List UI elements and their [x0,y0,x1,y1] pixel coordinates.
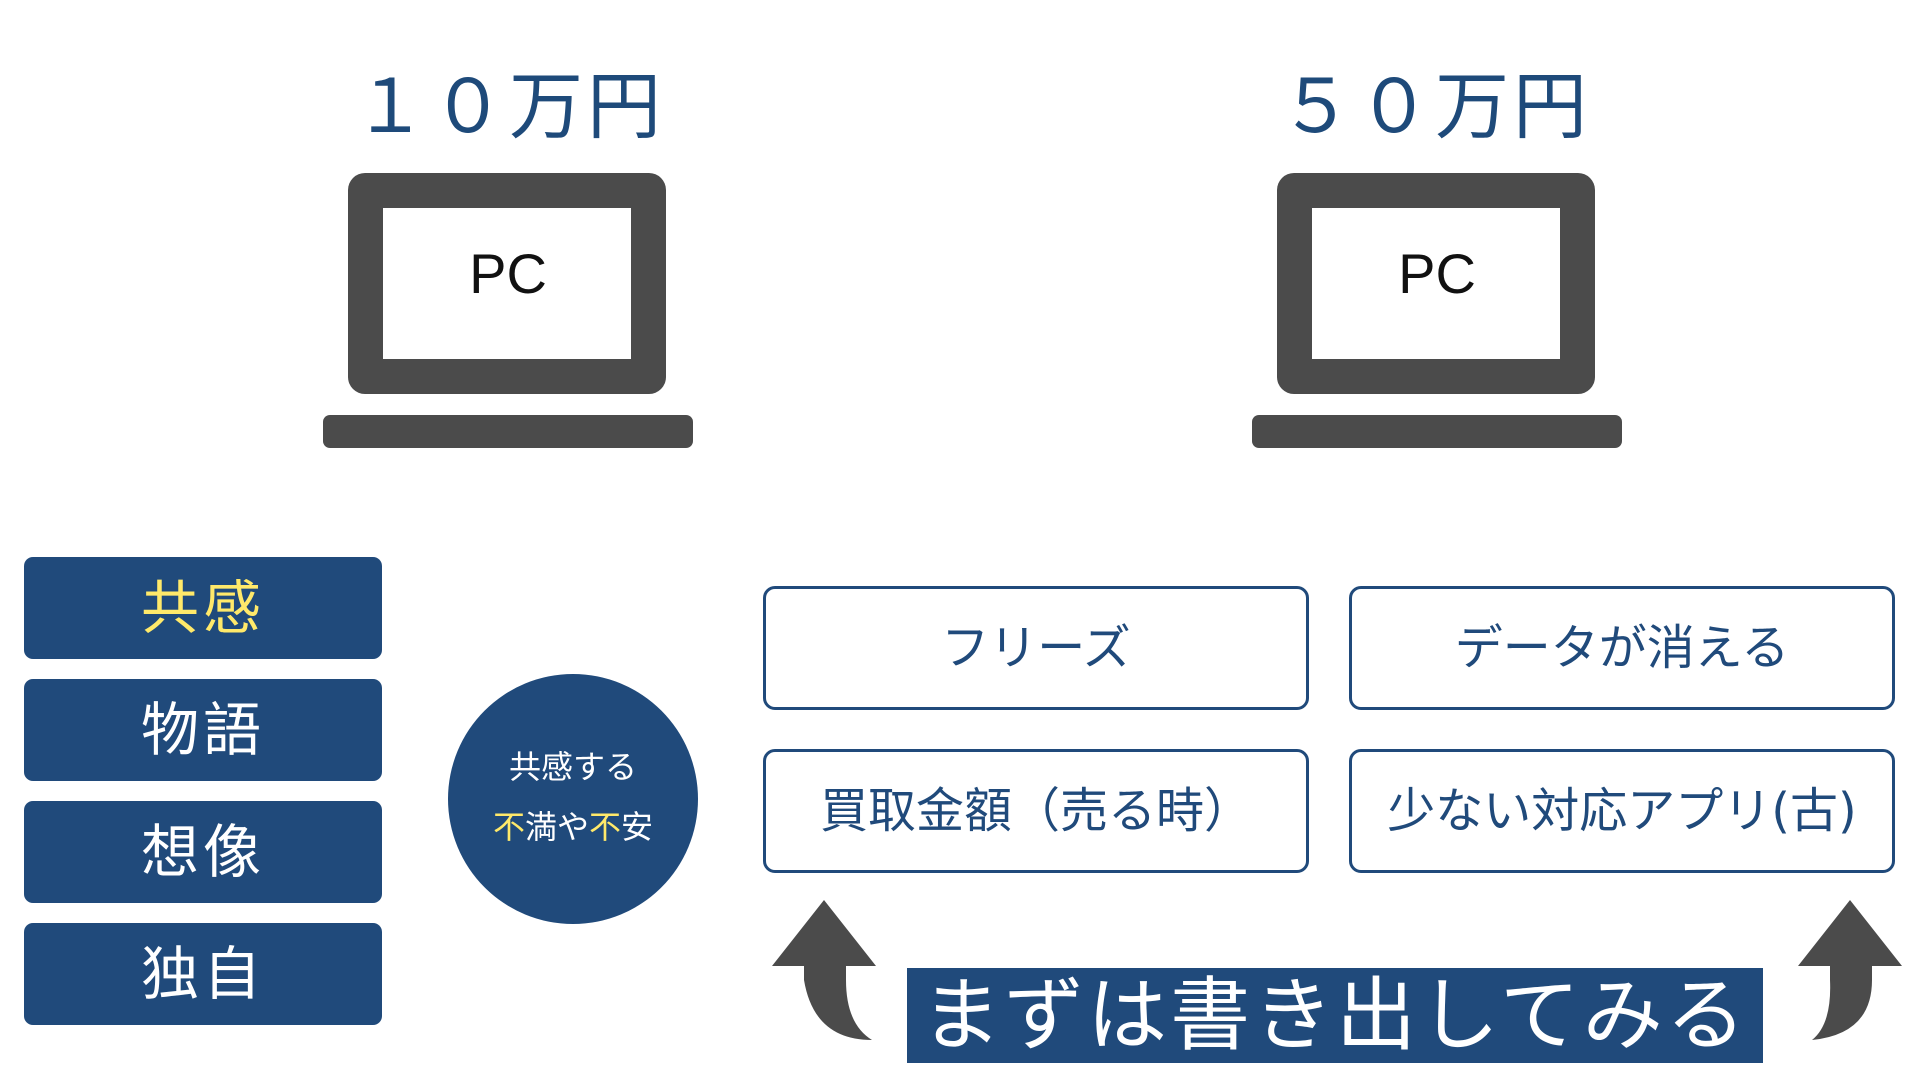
circle-line-1: 共感する [508,748,637,786]
up-arrow-icon [1796,900,1904,1042]
concern-freeze: フリーズ [763,586,1309,710]
empathy-circle: 共感する 不満や不安 [448,674,698,924]
price-heading-left: １０万円 [353,64,665,150]
up-arrow-icon [770,900,878,1042]
circle-word-fu-1: 不 [492,808,525,846]
concern-data-loss: データが消える [1349,586,1895,710]
price-heading-right: ５０万円 [1279,64,1591,150]
laptop-label: PC [1398,242,1476,305]
tag-unique: 独自 [24,923,382,1025]
circle-word-an: 安 [621,808,654,846]
write-it-out-banner: まずは書き出してみる [907,968,1763,1063]
laptop-icon: PC [1252,173,1622,455]
concern-app-support: 少ない対応アプリ(古) [1349,749,1895,873]
circle-line-2: 不満や不安 [448,797,698,857]
tag-empathy: 共感 [24,557,382,659]
laptop-label: PC [469,242,547,305]
laptop-icon: PC [323,173,693,455]
circle-word-fu-2: 不 [589,808,622,846]
tag-story: 物語 [24,679,382,781]
circle-word-manya: 満や [524,808,589,846]
concern-resale-price: 買取金額（売る時） [763,749,1309,873]
tag-imagination: 想像 [24,801,382,903]
